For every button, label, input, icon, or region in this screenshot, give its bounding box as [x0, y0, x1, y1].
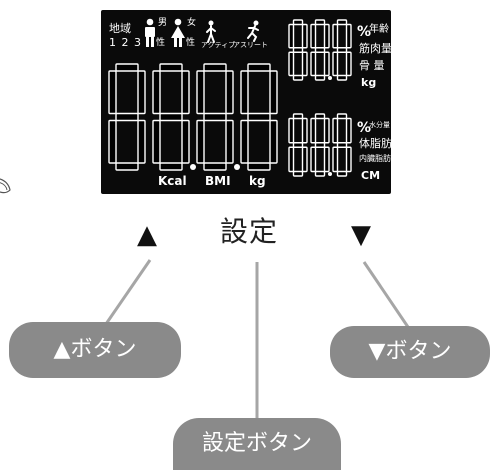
- region-label: 地域: [109, 22, 131, 35]
- age-label: 年齢: [369, 24, 389, 35]
- male-suffix: 性: [156, 38, 166, 48]
- male-icon: [143, 18, 157, 52]
- top-right-decimal-dot: [328, 76, 332, 80]
- active-label: アクティブ: [201, 41, 236, 49]
- down-button-callout: ▼ボタン: [330, 326, 490, 378]
- up-arrow-button[interactable]: ▲: [137, 220, 157, 250]
- segment-digits: [108, 19, 352, 177]
- up-button-callout: ▲ボタン: [9, 322, 181, 378]
- walking-person-icon: [204, 20, 218, 48]
- athlete-label: アスリート: [233, 41, 268, 49]
- down-leader-line: [362, 261, 412, 331]
- female-icon: [170, 18, 186, 52]
- water-label: 水分量: [369, 121, 390, 129]
- big-decimal-dot: [190, 164, 196, 170]
- big-decimal-dot: [234, 164, 240, 170]
- male-label: 男: [158, 18, 168, 28]
- top-right-digit: [310, 19, 330, 81]
- visceral-fat-label: 内臓脂肪: [359, 154, 391, 163]
- kcal-label: Kcal: [158, 174, 187, 188]
- muscle-label: 筋肉量: [359, 42, 392, 55]
- region-digits: 1 2 3: [109, 36, 142, 49]
- body-fat-label: 体脂肪: [359, 137, 392, 150]
- cm-label: CM: [361, 169, 381, 182]
- top-right-digit: [288, 19, 308, 81]
- lcd-display: 地域 1 2 3 男 性 女 性 アクティブ アスリート: [101, 10, 392, 194]
- big-digit: [152, 63, 190, 171]
- female-suffix: 性: [186, 38, 196, 48]
- set-label[interactable]: 設定: [220, 215, 279, 248]
- big-digit: [108, 63, 146, 171]
- running-person-icon: [245, 20, 261, 46]
- bone-label: 骨 量: [359, 59, 385, 72]
- big-digit: [240, 63, 278, 171]
- set-button-callout: 設定ボタン: [173, 418, 341, 470]
- set-button-callout-label: 設定ボタン: [201, 431, 312, 456]
- bottom-right-digit: [288, 113, 308, 177]
- top-right-digit: [332, 19, 352, 81]
- bottom-right-digit: [332, 113, 352, 177]
- percent-top: %: [357, 24, 372, 40]
- kg-bottom: kg: [249, 174, 266, 188]
- female-label: 女: [187, 18, 197, 28]
- down-button-callout-label: ▼ボタン: [368, 339, 452, 364]
- up-leader-line: [104, 259, 152, 325]
- up-button-callout-label: ▲ボタン: [53, 337, 137, 362]
- percent-bottom: %: [357, 120, 372, 136]
- big-digit: [196, 63, 234, 171]
- bmi-label: BMI: [205, 174, 231, 188]
- down-arrow-button[interactable]: ▼: [351, 220, 371, 250]
- edge-decoration-icon: [0, 176, 16, 198]
- bottom-right-digit: [310, 113, 330, 177]
- kg-top: kg: [361, 76, 377, 89]
- bottom-right-decimal-dot: [328, 172, 332, 176]
